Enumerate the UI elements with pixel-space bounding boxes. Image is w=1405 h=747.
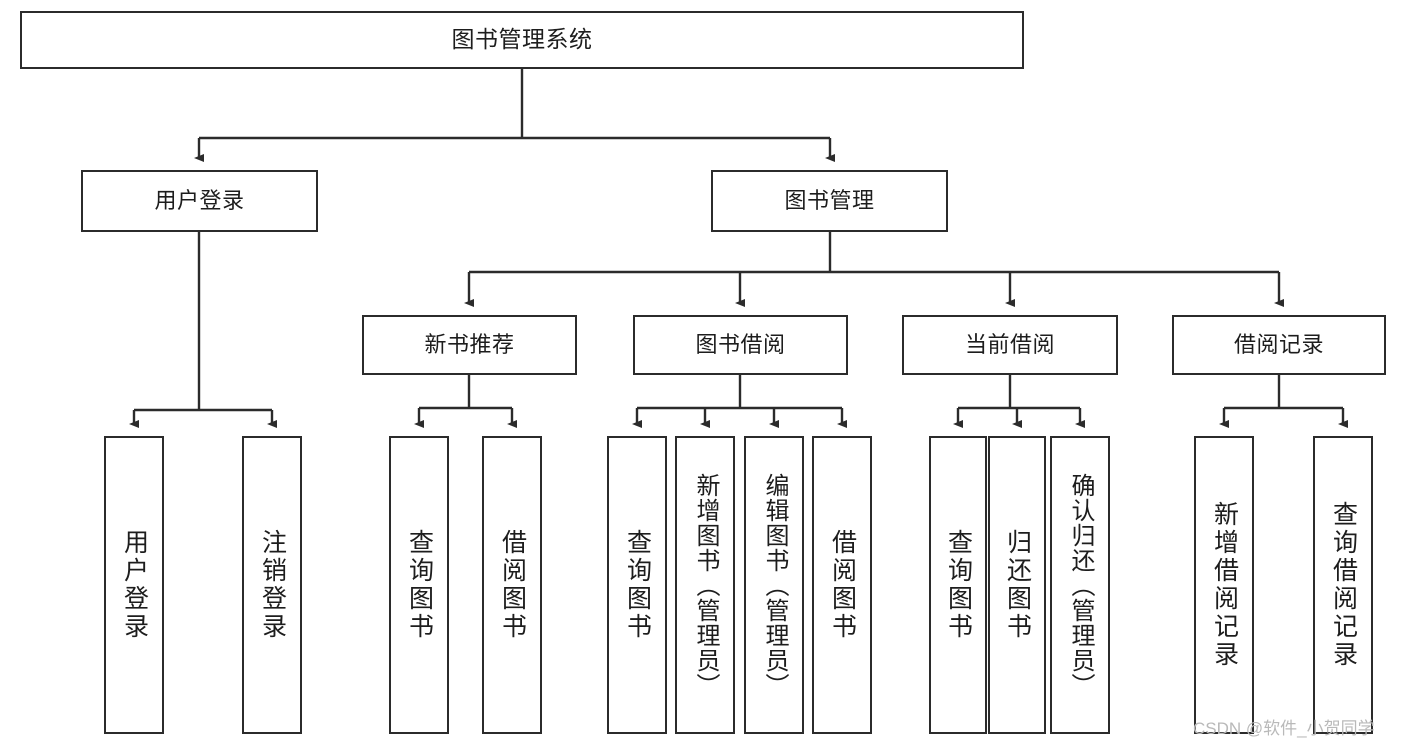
node-leaf-user-login[interactable]: 用户登录 [104, 436, 164, 734]
node-leaf-query-book-1-label: 查询图书 [405, 529, 434, 641]
node-new-book-recommend-label: 新书推荐 [424, 331, 515, 357]
node-leaf-edit-book[interactable]: 编辑图书（管理员） [744, 436, 804, 734]
node-leaf-add-book[interactable]: 新增图书（管理员） [675, 436, 735, 734]
node-leaf-edit-book-label: 编辑图书（管理员） [761, 472, 788, 698]
node-leaf-borrow-book-2-label: 借阅图书 [828, 529, 857, 641]
node-leaf-query-book-2-label: 查询图书 [623, 529, 652, 641]
node-root-label: 图书管理系统 [451, 26, 593, 53]
node-book-manage-label: 图书管理 [784, 187, 875, 213]
node-leaf-confirm-return[interactable]: 确认归还（管理员） [1050, 436, 1110, 734]
node-leaf-return-book-label: 归还图书 [1003, 529, 1032, 641]
node-current-borrow[interactable]: 当前借阅 [902, 315, 1118, 375]
node-leaf-confirm-return-label: 确认归还（管理员） [1067, 472, 1094, 698]
node-leaf-borrow-book-2[interactable]: 借阅图书 [812, 436, 872, 734]
node-leaf-query-book-3-label: 查询图书 [944, 529, 973, 641]
node-leaf-query-book-1[interactable]: 查询图书 [389, 436, 449, 734]
node-leaf-query-book-2[interactable]: 查询图书 [607, 436, 667, 734]
node-leaf-query-record-label: 查询借阅记录 [1329, 501, 1358, 669]
node-leaf-borrow-book-1[interactable]: 借阅图书 [482, 436, 542, 734]
node-leaf-query-record[interactable]: 查询借阅记录 [1313, 436, 1373, 734]
node-leaf-add-record[interactable]: 新增借阅记录 [1194, 436, 1254, 734]
node-leaf-borrow-book-1-label: 借阅图书 [498, 529, 527, 641]
node-user-login-label: 用户登录 [154, 187, 245, 213]
node-book-manage[interactable]: 图书管理 [711, 170, 948, 232]
node-borrow-record[interactable]: 借阅记录 [1172, 315, 1386, 375]
node-leaf-add-record-label: 新增借阅记录 [1210, 501, 1239, 669]
node-leaf-add-book-label: 新增图书（管理员） [692, 472, 719, 698]
node-leaf-user-logout[interactable]: 注销登录 [242, 436, 302, 734]
node-current-borrow-label: 当前借阅 [964, 331, 1055, 357]
node-leaf-return-book[interactable]: 归还图书 [988, 436, 1046, 734]
csdn-watermark: CSDN @软件_小贺同学 [1193, 719, 1375, 738]
node-new-book-recommend[interactable]: 新书推荐 [362, 315, 577, 375]
node-book-borrow[interactable]: 图书借阅 [633, 315, 848, 375]
node-user-login[interactable]: 用户登录 [81, 170, 318, 232]
node-borrow-record-label: 借阅记录 [1233, 331, 1324, 357]
node-leaf-user-logout-label: 注销登录 [258, 529, 287, 641]
node-root[interactable]: 图书管理系统 [20, 11, 1024, 69]
node-book-borrow-label: 图书借阅 [695, 331, 786, 357]
node-leaf-user-login-label: 用户登录 [120, 529, 149, 641]
node-leaf-query-book-3[interactable]: 查询图书 [929, 436, 987, 734]
